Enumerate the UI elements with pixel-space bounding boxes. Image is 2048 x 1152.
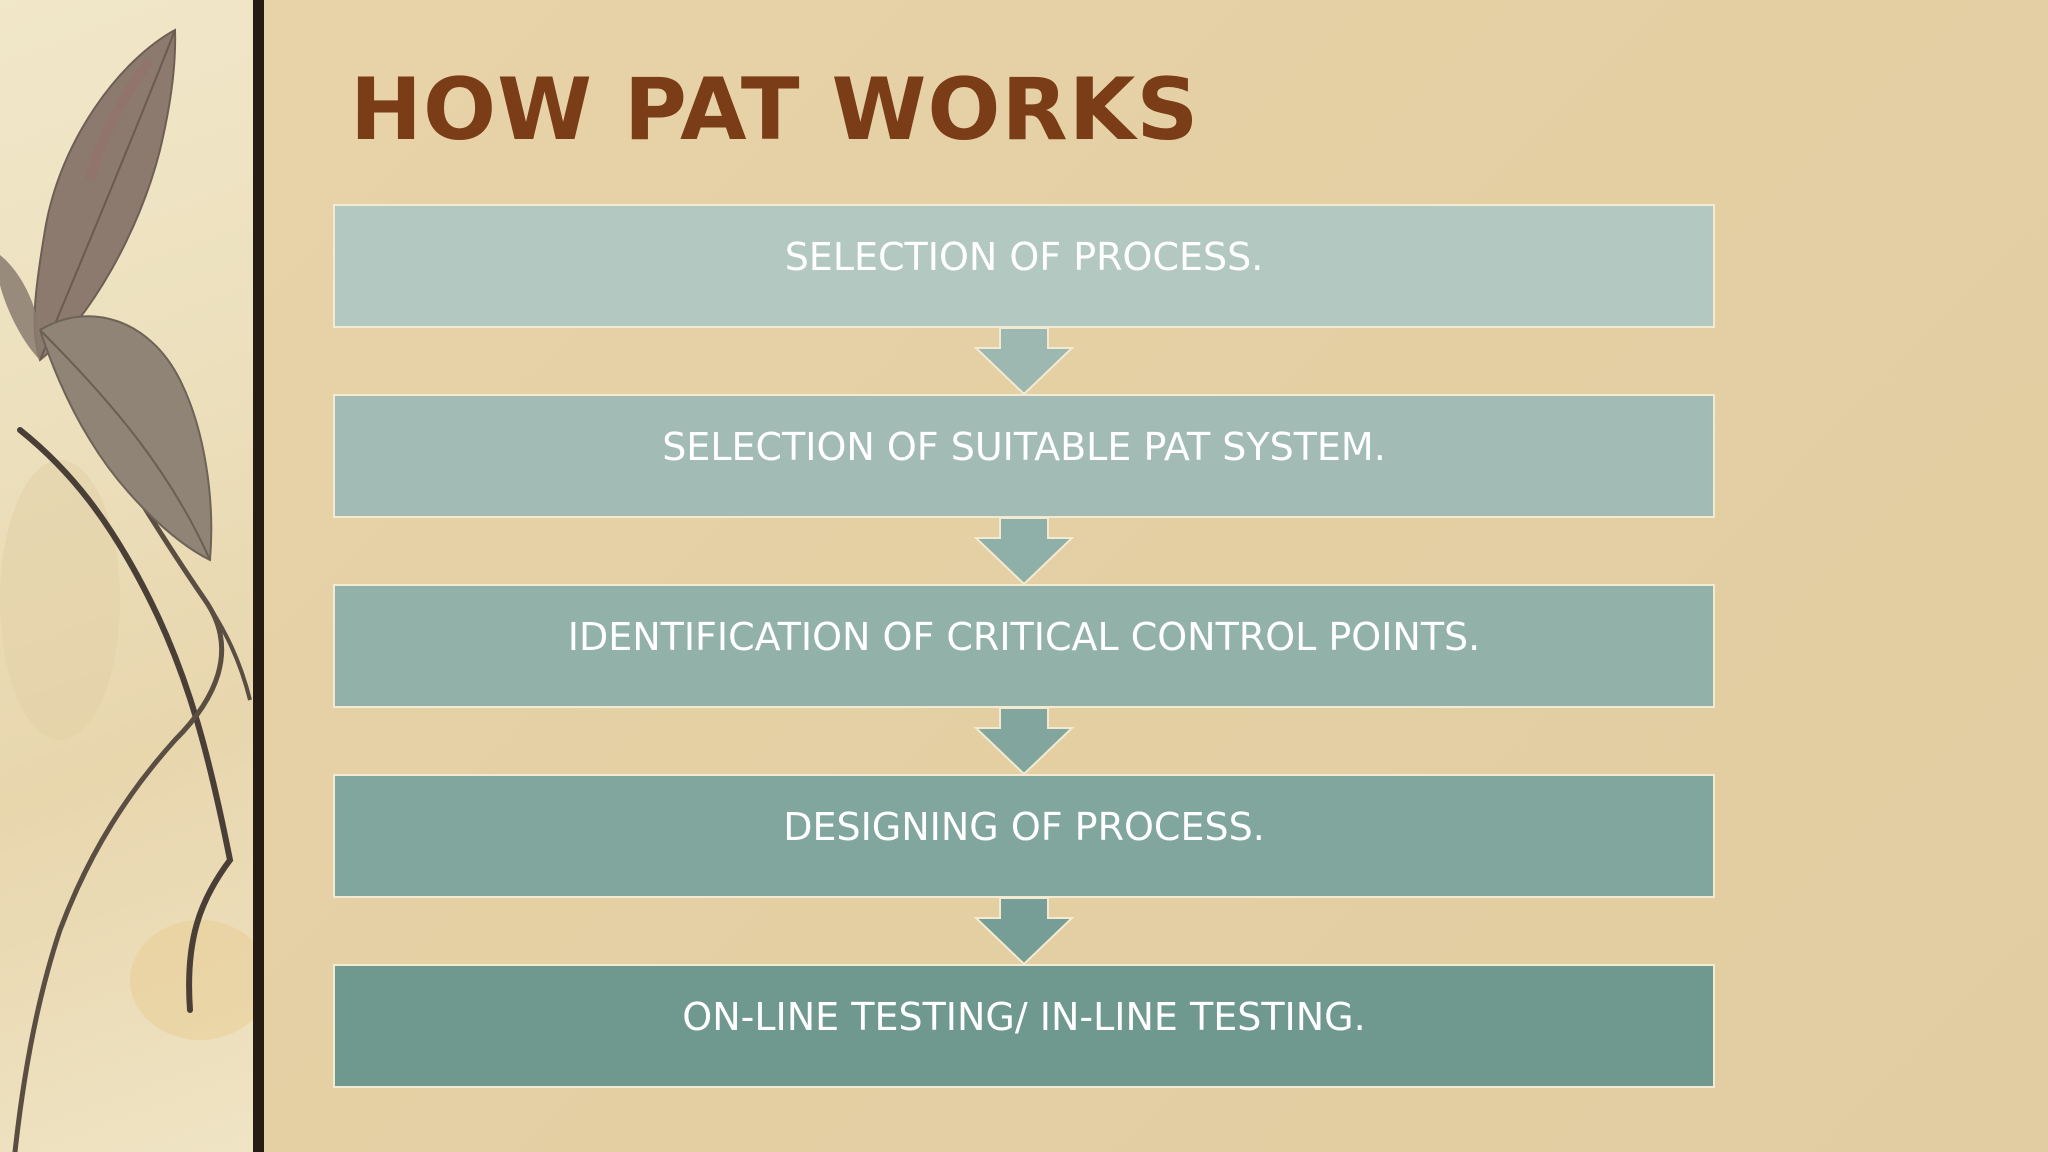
flow-step-4: DESIGNING OF PROCESS.	[333, 774, 1715, 898]
vertical-divider	[253, 0, 264, 1152]
flow-arrow-3	[973, 707, 1075, 776]
flow-arrow-2	[973, 517, 1075, 586]
flow-step-label: SELECTION OF SUITABLE PAT SYSTEM.	[662, 425, 1386, 469]
flow-arrow-4	[973, 897, 1075, 966]
flow-step-5: ON-LINE TESTING/ IN-LINE TESTING.	[333, 964, 1715, 1088]
flow-step-label: IDENTIFICATION OF CRITICAL CONTROL POINT…	[567, 615, 1481, 659]
flow-step-label: ON-LINE TESTING/ IN-LINE TESTING.	[682, 995, 1366, 1039]
flow-step-3: IDENTIFICATION OF CRITICAL CONTROL POINT…	[333, 584, 1715, 708]
flow-step-1: SELECTION OF PROCESS.	[333, 204, 1715, 328]
slide-title: HOW PAT WORKS	[350, 60, 1200, 160]
flow-step-label: SELECTION OF PROCESS.	[784, 235, 1264, 279]
flow-step-2: SELECTION OF SUITABLE PAT SYSTEM.	[333, 394, 1715, 518]
flow-step-label: DESIGNING OF PROCESS.	[783, 805, 1265, 849]
leaf-decoration-panel	[0, 0, 253, 1152]
leaf-branch-image	[0, 28, 253, 1152]
process-flowchart: SELECTION OF PROCESS. SELECTION OF SUITA…	[333, 204, 1715, 1092]
flow-arrow-1	[973, 327, 1075, 396]
flow-arrows	[973, 327, 1075, 966]
